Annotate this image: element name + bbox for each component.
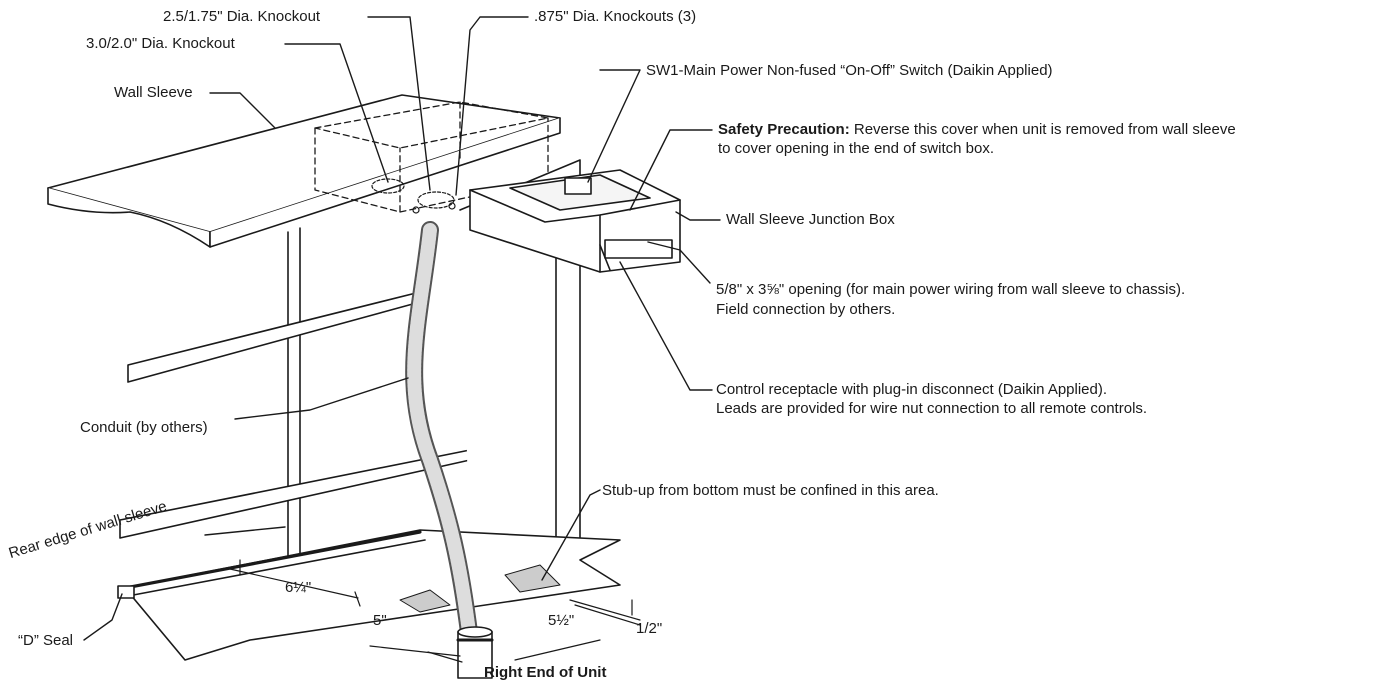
stub-up-label: Stub-up from bottom must be confined in …	[602, 482, 939, 499]
sw1-switch-label: SW1-Main Power Non-fused “On-Off” Switch…	[646, 62, 1053, 79]
conduit-label: Conduit (by others)	[80, 419, 208, 436]
figure-caption: Right End of Unit	[484, 664, 607, 681]
d-seal-label: “D” Seal	[18, 632, 74, 649]
dimension-5: 5"	[373, 612, 387, 629]
dimension-0-5: 1/2"	[636, 620, 663, 637]
dimension-lines	[229, 559, 641, 663]
opening-label-line1: 5/8" x 3⅝" opening (for main power wirin…	[716, 281, 1186, 298]
opening-label-line2: Field connection by others.	[716, 301, 896, 318]
junction-box-shape	[469, 169, 681, 273]
wall-sleeve-label: Wall Sleeve	[114, 84, 193, 101]
safety-precaution-line2: to cover opening in the end of switch bo…	[718, 140, 995, 157]
dimension-5-5: 5½"	[548, 612, 575, 629]
safety-precaution-heading: Safety Precaution:	[718, 121, 850, 138]
base-plate	[117, 529, 621, 661]
knockout-30-label: 3.0/2.0" Dia. Knockout	[86, 35, 235, 52]
wall-sleeve-top	[47, 94, 561, 248]
junction-box-label: Wall Sleeve Junction Box	[726, 211, 895, 228]
conduit-shape	[405, 221, 494, 679]
knockout-875-label: .875" Dia. Knockouts (3)	[534, 8, 697, 25]
control-receptacle-line2: Leads are provided for wire nut connecti…	[716, 400, 1148, 417]
safety-precaution-label: Safety Precaution: Reverse this cover wh…	[718, 121, 1236, 139]
dimension-6-25: 6¼"	[285, 579, 312, 596]
control-receptacle-line1: Control receptacle with plug-in disconne…	[716, 381, 1108, 398]
safety-precaution-text: Reverse this cover when unit is removed …	[849, 121, 1236, 138]
knockout-25-label: 2.5/1.75" Dia. Knockout	[163, 8, 321, 25]
leader-lines	[83, 16, 721, 641]
